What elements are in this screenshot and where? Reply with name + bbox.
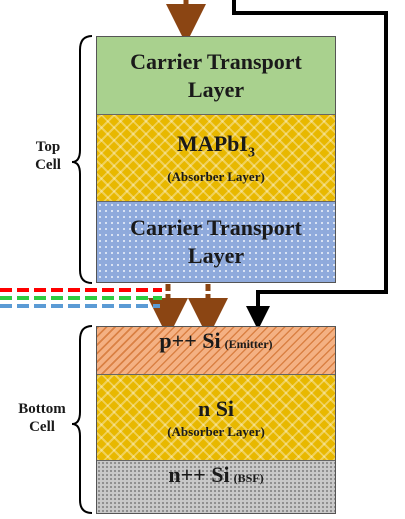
mapbi3-subscript: 3 xyxy=(247,145,255,161)
bottom-cell-label: Bottom Cell xyxy=(14,400,70,436)
layer-label-line1: Carrier Transport xyxy=(130,48,302,74)
bottom-cell-label-line1: Bottom xyxy=(18,401,66,417)
tandem-connection-wire xyxy=(232,0,388,330)
emitter-name: p++ Si xyxy=(159,328,221,353)
top-carrier-transport-layer: Carrier Transport Layer xyxy=(97,37,335,115)
layer-label-line2: Layer xyxy=(187,76,245,102)
n-si-absorber-layer: n Si (Absorber Layer) xyxy=(97,375,335,461)
mapbi3-note: (Absorber Layer) xyxy=(167,168,265,184)
mapbi3-label: MAPbI3 xyxy=(177,130,255,167)
n-si-note: (Absorber Layer) xyxy=(167,423,265,439)
top-cell-label-line1: Top xyxy=(35,139,61,155)
n-si-name: n Si xyxy=(197,395,235,421)
top-cell-bracket xyxy=(71,35,93,284)
layer-label-line1: Carrier Transport xyxy=(130,215,302,240)
n-si-bsf-layer: n++ Si (BSF) xyxy=(97,461,335,513)
layer-label-line2: Layer xyxy=(187,243,245,268)
bottom-cell-label-line2: Cell xyxy=(29,419,55,435)
mapbi3-name: MAPbI xyxy=(177,131,248,157)
emitter-note: (Emitter) xyxy=(224,337,273,351)
bottom-carrier-transport-layer: Carrier Transport Layer xyxy=(97,202,335,282)
bsf-note: (BSF) xyxy=(233,471,264,485)
top-cell-label: Top Cell xyxy=(28,138,68,174)
bottom-cell-bracket xyxy=(71,325,93,514)
p-si-emitter-layer: p++ Si (Emitter) xyxy=(97,327,335,375)
top-cell-label-line2: Cell xyxy=(35,157,61,173)
mapbi3-absorber-layer: MAPbI3 (Absorber Layer) xyxy=(97,115,335,202)
bsf-name: n++ Si xyxy=(168,462,230,487)
